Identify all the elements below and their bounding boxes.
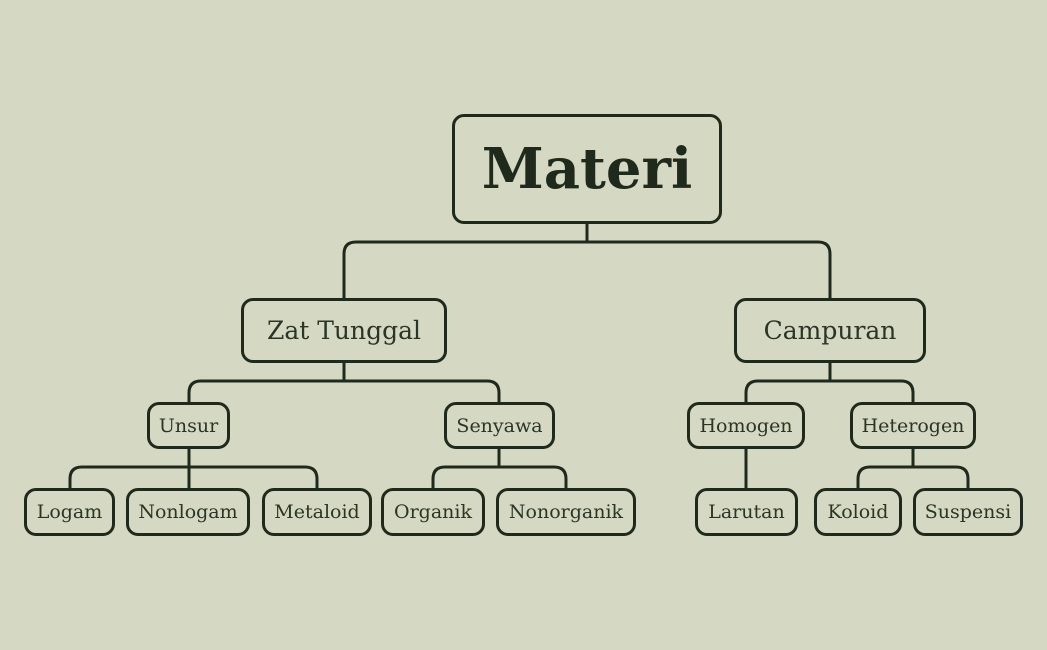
node-koloid[interactable]: Koloid (814, 488, 902, 536)
node-campuran[interactable]: Campuran (734, 298, 926, 363)
node-materi[interactable]: Materi (452, 114, 722, 224)
node-unsur[interactable]: Unsur (147, 402, 230, 449)
node-heterogen[interactable]: Heterogen (850, 402, 976, 449)
node-nonorganik[interactable]: Nonorganik (496, 488, 636, 536)
node-senyawa[interactable]: Senyawa (444, 402, 555, 449)
node-organik[interactable]: Organik (381, 488, 485, 536)
node-zat-tunggal[interactable]: Zat Tunggal (241, 298, 447, 363)
node-homogen[interactable]: Homogen (687, 402, 805, 449)
node-larutan[interactable]: Larutan (695, 488, 798, 536)
node-suspensi[interactable]: Suspensi (913, 488, 1023, 536)
node-logam[interactable]: Logam (24, 488, 115, 536)
node-metaloid[interactable]: Metaloid (262, 488, 372, 536)
node-nonlogam[interactable]: Nonlogam (126, 488, 250, 536)
